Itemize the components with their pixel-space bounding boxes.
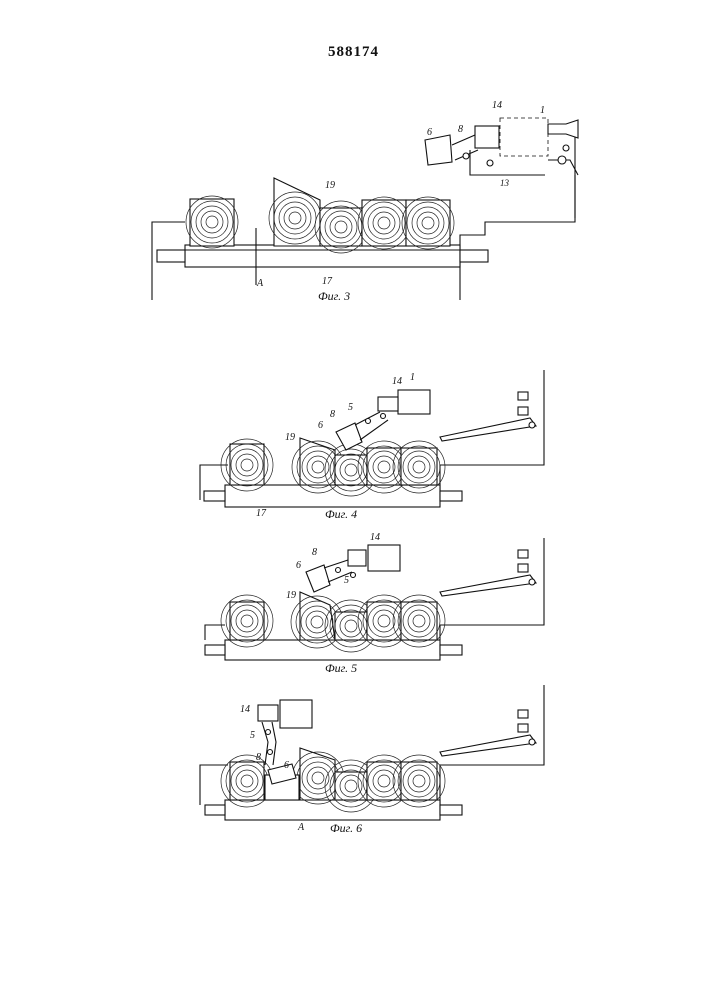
log-being-cut — [269, 178, 321, 246]
figure-caption: Фиг. 4 — [325, 507, 357, 521]
figure-4 — [200, 370, 544, 507]
roller-shaft-right — [460, 250, 488, 262]
roller-shaft-left — [204, 491, 225, 501]
callout-label: 6 — [318, 420, 323, 431]
figure-caption: Фиг. 3 — [318, 289, 350, 303]
callout-label: 5 — [250, 730, 255, 741]
roller-shaft-left — [205, 645, 225, 655]
roller-shaft-left — [205, 805, 225, 815]
log — [315, 201, 367, 253]
callout-label: 17 — [322, 276, 333, 287]
control-lever — [440, 392, 536, 441]
callout-label: 14 — [240, 704, 250, 715]
callout-label: 14 — [370, 532, 380, 543]
cutting-mechanism — [306, 545, 400, 592]
figure-3 — [152, 118, 578, 300]
callout-label: 1 — [410, 372, 415, 383]
callout-label: 8 — [256, 752, 261, 763]
callout-label: A — [297, 822, 305, 833]
callout-label: 6 — [284, 760, 289, 771]
callout-label: 19 — [285, 432, 295, 443]
log — [221, 595, 273, 647]
figure-6 — [200, 685, 544, 820]
control-lever — [440, 710, 536, 756]
callout-label: 6 — [296, 560, 301, 571]
roller-shaft-right — [440, 491, 462, 501]
log — [402, 197, 454, 249]
callout-label: 17 — [256, 508, 267, 519]
callout-label: 13 — [500, 178, 510, 188]
roller-shaft-left — [157, 250, 185, 262]
control-lever — [440, 550, 536, 596]
roller — [185, 245, 460, 267]
callout-label: 19 — [325, 180, 335, 191]
callout-label: 6 — [427, 127, 432, 138]
callout-label: 14 — [392, 376, 402, 387]
callout-label: A — [256, 278, 264, 289]
callout-label: 14 — [492, 100, 502, 111]
callout-label: 8 — [330, 409, 335, 420]
log — [393, 595, 445, 647]
roller — [225, 800, 440, 820]
figure-caption: Фиг. 6 — [330, 821, 362, 835]
figure-caption: Фиг. 5 — [325, 661, 357, 675]
callout-label: 5 — [348, 402, 353, 413]
callout-label: 19 — [286, 590, 296, 601]
cutting-mechanism — [425, 118, 578, 175]
callout-label: 5 — [344, 575, 349, 586]
callout-label: 8 — [312, 547, 317, 558]
roller-shaft-right — [440, 645, 462, 655]
roller-shaft-right — [440, 805, 462, 815]
callout-label: 1 — [540, 105, 545, 116]
log — [186, 196, 238, 248]
log — [393, 755, 445, 807]
log — [221, 439, 273, 491]
callout-label: 8 — [458, 124, 463, 135]
log — [393, 441, 445, 493]
figure-5 — [205, 538, 544, 660]
